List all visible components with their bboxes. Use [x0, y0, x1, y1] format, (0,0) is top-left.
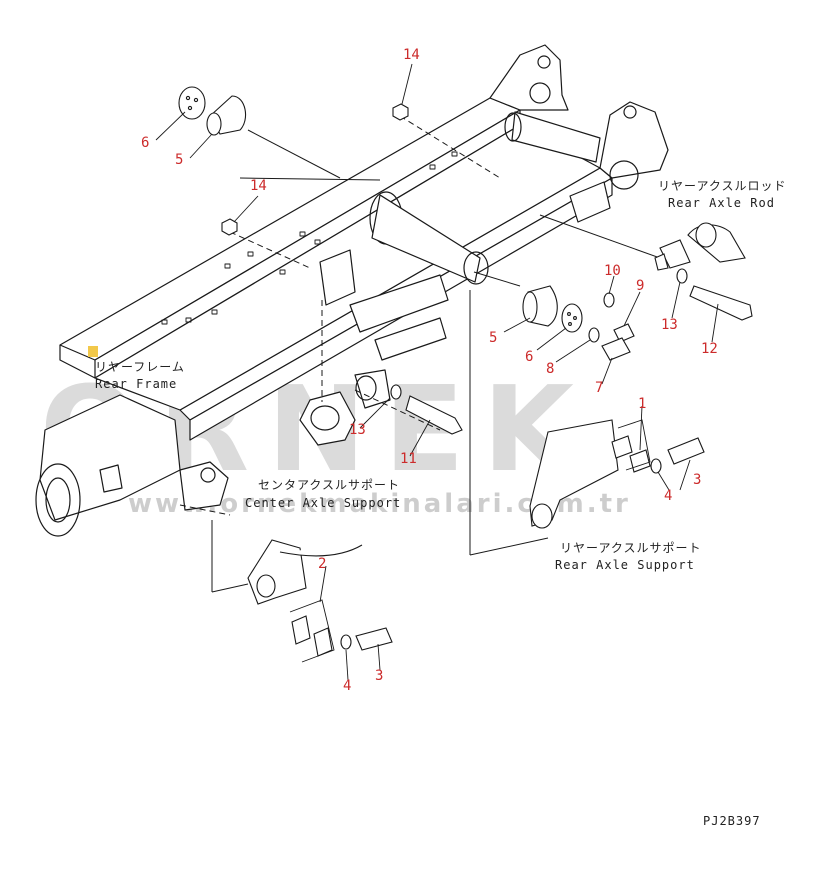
nut-14-lower	[221, 218, 238, 236]
washer-4-left	[340, 634, 352, 650]
callout-leaders	[155, 63, 719, 681]
plate-6-right	[561, 303, 583, 333]
drawing-code: PJ2B397	[703, 814, 761, 828]
center-axle-support-label-en: Center Axle Support	[245, 496, 401, 510]
callout-14-lower: 14	[250, 178, 267, 194]
rear-axle-support-label-jp: リヤーアクスルサポート	[560, 541, 702, 555]
washer-4-right	[650, 458, 662, 474]
bolt-12	[689, 285, 753, 321]
callout-7: 7	[595, 380, 603, 396]
plate-6-upper	[178, 86, 206, 120]
callouts: 14 6 5 14 10 9 13 12 5 6 8 7 1 13 11 4 3…	[141, 47, 718, 694]
washer-10	[603, 292, 615, 308]
callout-6-right: 6	[525, 349, 533, 365]
cap-2b	[313, 627, 333, 657]
cap-2a	[291, 615, 311, 645]
callout-4-right: 4	[664, 488, 672, 504]
washer-13-left	[390, 384, 402, 400]
callout-3-left: 3	[375, 668, 383, 684]
callout-4-left: 4	[343, 678, 351, 694]
callout-13-right: 13	[661, 317, 678, 333]
bolt-11	[405, 395, 463, 435]
callout-3-right: 3	[693, 472, 701, 488]
component-labels: リヤーフレーム Rear Frame センタアクスルサポート Center Ax…	[88, 179, 787, 828]
center-axle-support	[247, 539, 307, 605]
washer-13-right	[676, 268, 688, 284]
bolt-3-right	[667, 437, 705, 465]
nut-14-upper	[392, 103, 409, 121]
callout-13-left: 13	[349, 422, 366, 438]
callout-12: 12	[701, 341, 718, 357]
bolt-3-left	[355, 627, 393, 651]
cap-1b	[629, 449, 651, 473]
callout-1: 1	[638, 396, 646, 412]
rear-axle-support	[529, 419, 619, 527]
callout-5-right: 5	[489, 330, 497, 346]
washer-8	[588, 327, 600, 343]
callout-9: 9	[636, 278, 644, 294]
callout-11: 11	[400, 451, 417, 467]
cap-1a	[611, 435, 633, 459]
rear-frame	[35, 44, 669, 537]
callout-10: 10	[604, 263, 621, 279]
rear-frame-label-en: Rear Frame	[95, 377, 177, 391]
callout-14-upper: 14	[403, 47, 420, 63]
callout-6-upper: 6	[141, 135, 149, 151]
bolt-7	[601, 337, 631, 361]
loose-parts	[178, 86, 753, 657]
rear-axle-support-label-en: Rear Axle Support	[555, 558, 695, 572]
callout-2: 2	[318, 556, 326, 572]
rear-axle-rod-label-jp: リヤーアクスルロッド	[658, 179, 787, 193]
rear-frame-marker	[88, 346, 98, 357]
callout-8: 8	[546, 361, 554, 377]
rear-frame-label-jp: リヤーフレーム	[95, 360, 185, 374]
assembly-lines	[179, 115, 661, 593]
bolt-9	[613, 323, 635, 343]
callout-5-upper: 5	[175, 152, 183, 168]
rear-axle-rod-label-en: Rear Axle Rod	[668, 196, 775, 210]
center-axle-support-label-jp: センタアクスルサポート	[258, 478, 400, 492]
